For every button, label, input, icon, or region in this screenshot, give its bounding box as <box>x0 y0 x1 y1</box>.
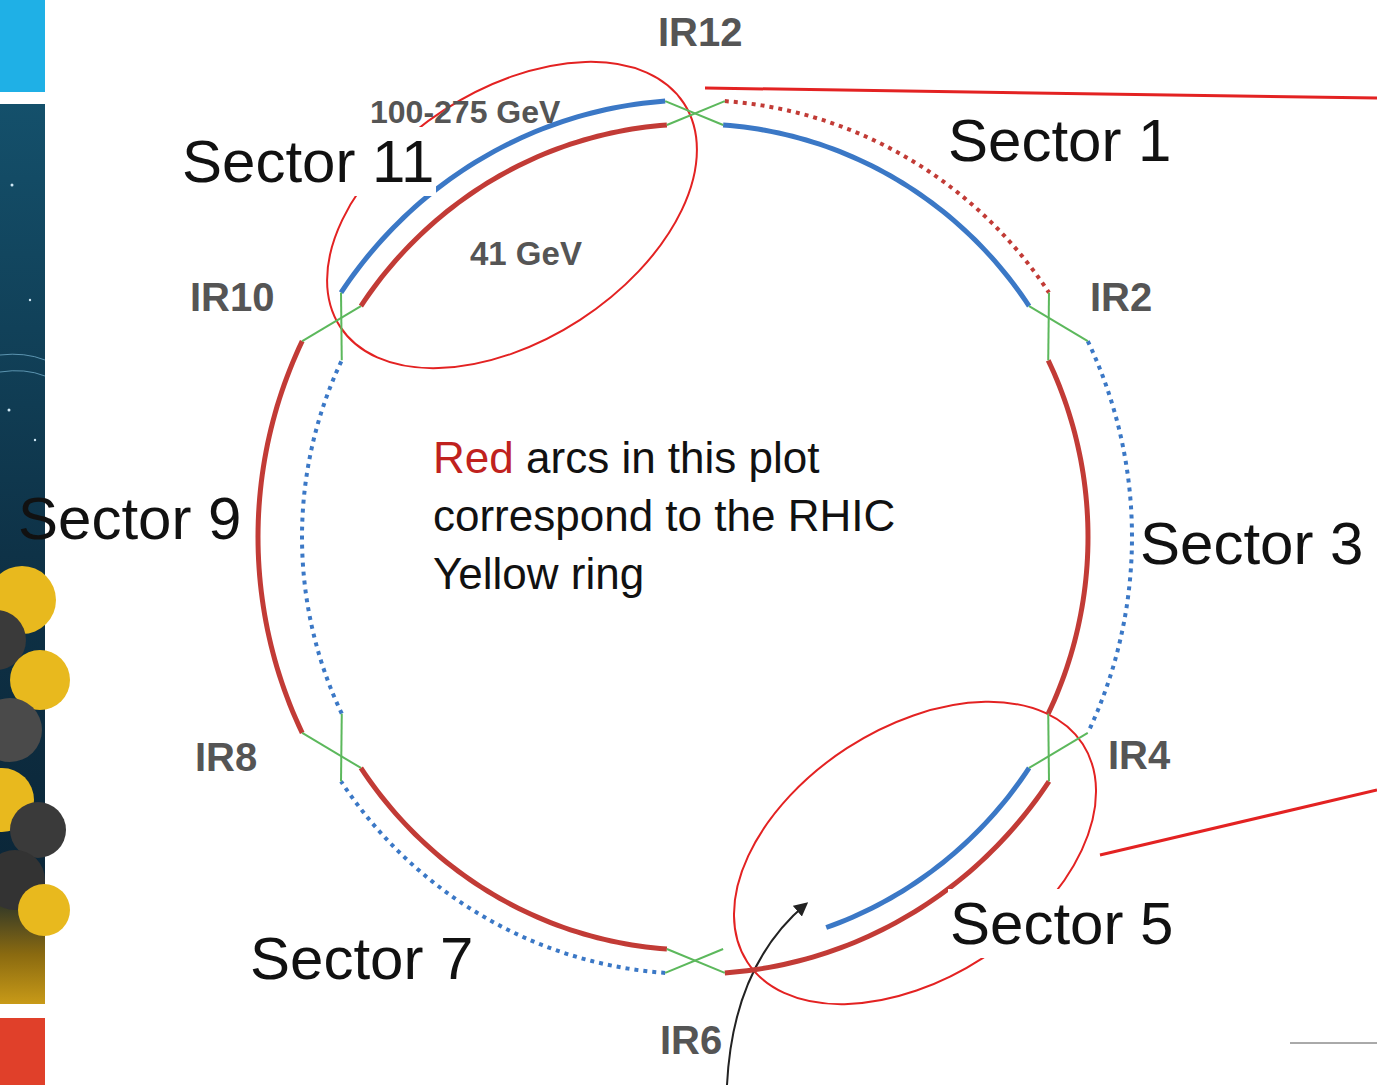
ir-label: IR2 <box>1090 274 1152 320</box>
highlight-ellipse <box>272 0 752 431</box>
sector-label: Sector 7 <box>250 924 473 993</box>
sector-label: Sector 9 <box>18 484 241 553</box>
ir-label: IR10 <box>190 274 275 320</box>
ir-junction <box>1047 714 1050 782</box>
ir-junction <box>302 306 361 341</box>
pointer-arrow <box>727 904 806 1085</box>
highlight-ellipse <box>679 639 1151 1067</box>
sector-label: Sector 3 <box>1140 509 1363 578</box>
callout-line <box>1100 790 1377 855</box>
sector-label: Sector 11 <box>180 127 436 196</box>
sector-label: Sector 5 <box>948 889 1175 958</box>
ring-arc <box>1048 360 1088 713</box>
ir-junction <box>1029 306 1088 341</box>
ir-label: IR12 <box>658 9 743 55</box>
ir-junction <box>1047 293 1050 361</box>
callout-line <box>705 88 1377 98</box>
note-highlight: Red <box>433 433 514 482</box>
note-text: Redarcs in this plot correspond to the R… <box>433 429 953 603</box>
rule-line <box>1290 1043 1377 1044</box>
ir-label: IR8 <box>195 734 257 780</box>
ir-junction <box>340 293 343 361</box>
ring-arc <box>302 360 342 713</box>
ir-junction <box>1029 733 1088 768</box>
ir-junction <box>667 949 725 973</box>
ir-junction <box>340 714 343 782</box>
ring-arc <box>258 341 302 733</box>
ir-junction <box>667 101 725 125</box>
ir-label: IR4 <box>1108 732 1170 778</box>
energy-label: 41 GeV <box>470 235 582 273</box>
ir-junction <box>302 733 361 768</box>
ring-arc <box>1088 341 1132 733</box>
energy-label: 100-275 GeV <box>370 94 560 131</box>
sector-label: Sector 1 <box>948 106 1171 175</box>
ring-arcs <box>258 101 1132 973</box>
ir-label: IR6 <box>660 1017 722 1063</box>
ring-arc <box>361 768 667 949</box>
